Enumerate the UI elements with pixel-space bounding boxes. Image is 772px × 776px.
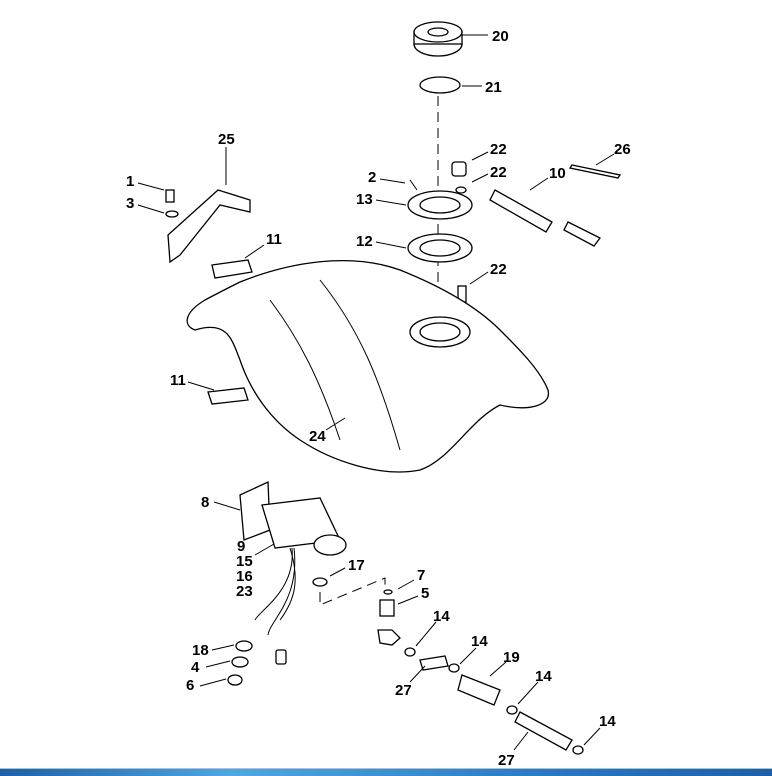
fuel-line-part	[404, 647, 584, 755]
fuel-pump-part	[239, 481, 347, 665]
callout-3: 3	[126, 195, 134, 212]
nut-part	[379, 599, 395, 617]
callout-21: 21	[485, 79, 502, 96]
callout-22: 22	[490, 261, 507, 278]
callout-25: 25	[218, 131, 235, 148]
washer-part	[165, 210, 179, 218]
fuel-cap-part	[413, 21, 463, 57]
callout-11: 11	[266, 231, 282, 248]
callout-6: 6	[186, 677, 194, 694]
callout-17: 17	[348, 557, 365, 574]
fitting-part	[451, 161, 467, 303]
callout-13: 13	[356, 191, 373, 208]
bottom-border-bar	[0, 768, 772, 776]
callout-10: 10	[549, 165, 566, 182]
callout-27: 27	[395, 682, 412, 699]
callout-5: 5	[421, 585, 429, 602]
callout-14: 14	[535, 668, 552, 685]
callout-20: 20	[492, 28, 509, 45]
callout-4: 4	[191, 659, 200, 676]
leader-lines	[137, 34, 615, 751]
callout-16: 16	[236, 568, 253, 585]
callout-7: 7	[417, 567, 425, 584]
callout-12: 12	[356, 233, 373, 250]
callout-27: 27	[498, 752, 515, 769]
callout-26: 26	[614, 141, 631, 158]
elbow-part	[377, 629, 401, 646]
callout-2: 2	[368, 169, 376, 186]
pad-part	[207, 387, 249, 405]
callout-1: 1	[126, 173, 134, 190]
callout-24: 24	[309, 428, 326, 445]
callout-22: 22	[490, 164, 507, 181]
callout-9: 9	[237, 538, 245, 555]
callout-8: 8	[201, 494, 209, 511]
callout-11: 11	[170, 372, 186, 389]
callout-19: 19	[503, 649, 520, 666]
callout-18: 18	[192, 642, 209, 659]
strap-part	[568, 164, 622, 179]
callout-15: 15	[236, 553, 253, 570]
callout-23: 23	[236, 583, 253, 600]
mounting-ring-part	[407, 190, 473, 263]
callout-14: 14	[471, 633, 488, 650]
fuel-tank-part	[186, 259, 550, 473]
gasket-part	[419, 76, 461, 94]
pad-part	[211, 259, 253, 279]
washer-part	[312, 577, 328, 587]
hose-part	[489, 189, 601, 247]
callout-14: 14	[433, 608, 450, 625]
bracket-part	[167, 189, 251, 264]
washer-stack-part	[227, 640, 253, 686]
screw-part	[165, 189, 175, 203]
callout-22: 22	[490, 141, 507, 158]
callout-14: 14	[599, 713, 616, 730]
o-ring-part	[383, 589, 393, 595]
